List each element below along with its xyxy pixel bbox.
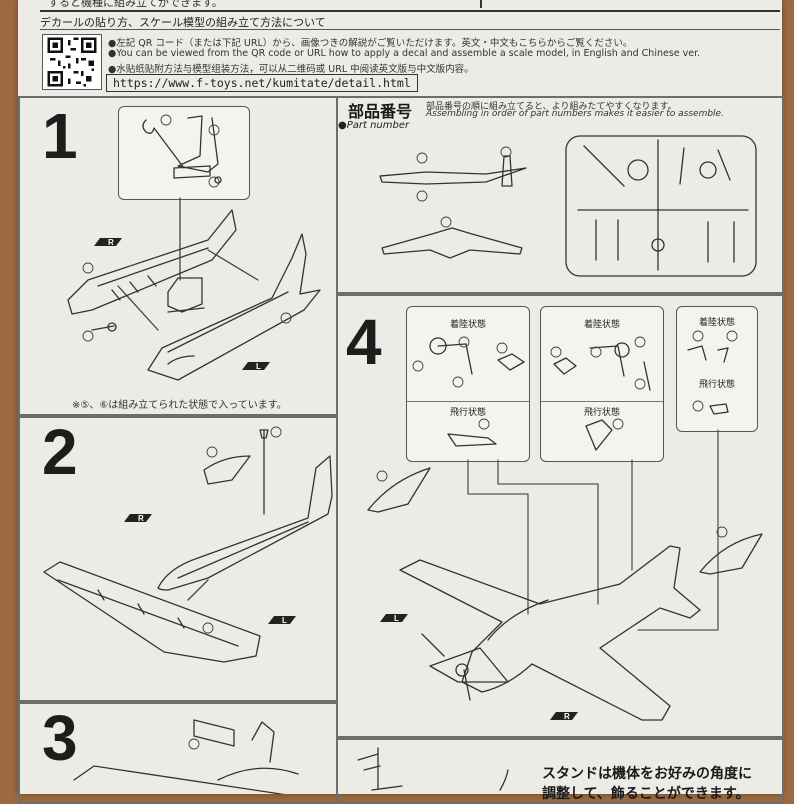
- header-divider: [480, 0, 482, 8]
- stand-part-icon: [142, 115, 222, 184]
- marker-r-step2: [124, 514, 152, 522]
- stand-cradle-icon: [167, 277, 205, 313]
- parts-number-title: 部品番号: [348, 102, 413, 121]
- antenna-part-icon: [259, 429, 269, 515]
- box-a-divider: [407, 401, 529, 402]
- marker-l-step1: [242, 362, 270, 370]
- step-number-1: 1: [42, 100, 78, 172]
- header-line-jp: ●左記 QR コード（または下記 URL）から、画像つきの解説がご覧いただけます…: [108, 38, 633, 49]
- flight-cover-c-icon: [709, 403, 729, 415]
- header-rule-2: [40, 29, 780, 30]
- canopy-part-icon: [203, 455, 251, 485]
- marker-l-step1-text: L: [256, 362, 261, 371]
- parts-sprue-icon: [565, 135, 757, 277]
- landing-flight-box-c: 着陸状態 飛行状態: [676, 306, 758, 432]
- marker-l-step4: [380, 614, 408, 622]
- parts-number-desc-jp: 部品番号の順に組み立てると、より組みたてやすくなります。: [426, 102, 677, 112]
- header-partial-line: すると機種に組み立てができます。: [48, 0, 223, 9]
- header-rule: [40, 10, 780, 12]
- step-4-aircraft-icon: [399, 545, 701, 721]
- assembly-illustrations: R L R L L R: [43, 114, 763, 794]
- canopy-26-icon: [699, 533, 763, 575]
- box-c-flight-label: 飛行状態: [698, 380, 735, 390]
- parts-number-panel: [336, 96, 784, 296]
- step-1-note: ※⑤、⑥は組み立てられた状態で入っています。: [72, 400, 287, 411]
- marker-r-step1-text: R: [108, 238, 114, 247]
- parts-small-pin-icon: [501, 155, 513, 187]
- canopy-27-icon: [367, 467, 431, 513]
- stand-parts-inset: [118, 106, 250, 200]
- landing-gear-a-icon: [429, 337, 525, 375]
- instruction-sheet: すると機種に組み立てができます。 デカールの貼り方、スケール模型の組み立て方法に…: [18, 0, 784, 804]
- step-3-aircraft-icon: [73, 719, 299, 794]
- header-line-cn: ●水贴纸贴附方法与模型组装方法，可以从二维码或 URL 中阅读英文版与中文版内容…: [108, 64, 474, 75]
- marker-r-step4-text: R: [564, 712, 570, 721]
- marker-l-step2-text: L: [282, 616, 287, 625]
- box-c-landing-label: 着陸状態: [698, 318, 735, 328]
- landing-gear-b-icon: [553, 342, 651, 391]
- landing-gear-c-icon: [687, 345, 729, 363]
- box-a-landing-label: 着陸状態: [449, 320, 486, 330]
- stand-line-1: スタンドは機体をお好みの角度に: [542, 766, 752, 782]
- header-title: デカールの貼り方、スケール模型の組み立て方法について: [40, 16, 326, 29]
- flight-cover-a-icon: [447, 433, 497, 447]
- fuselage-left-half-icon: [67, 209, 237, 315]
- stand-assembly-icon: [357, 747, 509, 791]
- kumitate-url-link[interactable]: https://www.f-toys.net/kumitate/detail.h…: [106, 74, 418, 92]
- step-4-panel: [336, 292, 784, 740]
- box-b-landing-label: 着陸状態: [583, 320, 620, 330]
- landing-flight-box-b: 着陸状態 飛行状態: [540, 306, 664, 462]
- parts-fuselage-icon: [379, 167, 527, 185]
- flight-cover-b-icon: [585, 419, 613, 451]
- parts-number-subtitle: ●Part number: [338, 120, 410, 131]
- marker-r-step1: [94, 238, 122, 246]
- part-number-markers: [82, 114, 738, 750]
- main-wing-part-icon: [43, 561, 261, 663]
- step-number-3: 3: [42, 702, 78, 774]
- qr-code-icon[interactable]: [42, 34, 102, 90]
- fuselage-right-half-icon: [147, 233, 321, 381]
- box-b-flight-label: 飛行状態: [583, 408, 620, 418]
- marker-l-step2: [268, 616, 296, 624]
- marker-l-step4-text: L: [394, 614, 399, 623]
- marker-r-step4: [550, 712, 578, 720]
- header-line-en: ●You can be viewed from the QR code or U…: [108, 48, 701, 59]
- parts-wing-icon: [381, 227, 523, 259]
- box-b-divider: [541, 401, 663, 402]
- fuselage-assembled-icon: [157, 455, 333, 591]
- parts-number-desc-en: Assembling in order of part numbers make…: [426, 109, 724, 119]
- marker-r-step2-text: R: [138, 514, 144, 523]
- step-number-2: 2: [42, 416, 78, 488]
- step-number-4: 4: [346, 306, 382, 378]
- pin-part-icon: [91, 322, 117, 332]
- box-a-flight-label: 飛行状態: [449, 408, 486, 418]
